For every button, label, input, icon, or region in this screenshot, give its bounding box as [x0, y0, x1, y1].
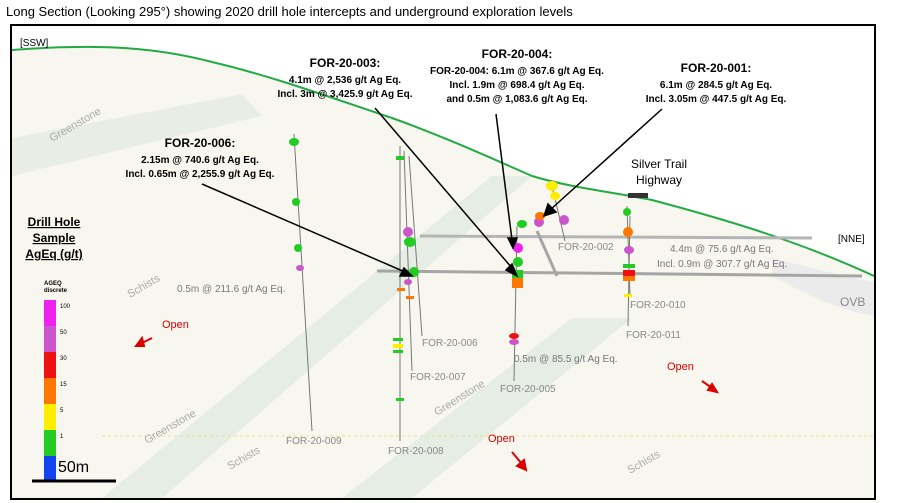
- topography-line: [11, 45, 875, 277]
- legend-bin-label: 30: [60, 356, 67, 362]
- legend-bin-label: 100: [60, 304, 71, 310]
- callout-for20004-line3: and 0.5m @ 1,083.6 g/t Ag Eq.: [446, 94, 587, 105]
- highway-label-line1: Silver Trail: [631, 157, 687, 171]
- underground-level-upper: [419, 234, 813, 240]
- long-section-diagram: [SSW] [NNE] Greenstone Greenstone Greens…: [11, 38, 875, 499]
- long-section-frame: [SSW] [NNE] Greenstone Greenstone Greens…: [10, 24, 876, 500]
- intercept-note-c2: Incl. 0.9m @ 307.7 g/t Ag Eq.: [657, 259, 787, 270]
- legend-swatch: [44, 378, 56, 404]
- arrowhead-for20001: [542, 202, 558, 218]
- legend-swatch: [44, 456, 56, 482]
- corner-label-nne: [NNE]: [838, 234, 865, 245]
- legend-swatch: [44, 404, 56, 430]
- legend-bin-label: 5: [60, 408, 64, 414]
- hole-label-006: FOR-20-006: [422, 338, 478, 349]
- hole-label-002: FOR-20-002: [558, 242, 614, 253]
- legend: Drill Hole Sample AgEq (g/t) AGEQ discre…: [25, 215, 83, 482]
- callout-for20003-name: FOR-20-003:: [310, 56, 381, 70]
- callout-for20003-line2: Incl. 3m @ 3,425.9 g/t Ag Eq.: [278, 89, 413, 100]
- open-label-bottom: Open: [488, 433, 515, 445]
- open-arrowhead-right: [706, 382, 720, 394]
- greenstone-band-right: [342, 318, 632, 498]
- callout-for20001-name: FOR-20-001:: [681, 61, 752, 75]
- callout-for20004-line1: FOR-20-004: 6.1m @ 367.6 g/t Ag Eq.: [430, 66, 604, 77]
- callout-for20003-line1: 4.1m @ 2,536 g/t Ag Eq.: [289, 75, 401, 86]
- callout-for20001-line1: 6.1m @ 284.5 g/t Ag Eq.: [660, 80, 772, 91]
- arrowhead-for20003: [504, 262, 519, 278]
- intercept-note-b: 0.5m @ 85.5 g/t Ag Eq.: [514, 354, 618, 365]
- legend-swatch: [44, 430, 56, 456]
- intercept-note-c1: 4.4m @ 75.6 g/t Ag Eq.: [670, 244, 774, 255]
- greenstone-band-left: [102, 176, 532, 498]
- ovb-label: OVB: [840, 295, 865, 309]
- arrowhead-for20006: [398, 266, 414, 277]
- drill-trace-006: [408, 155, 423, 337]
- legend-subtitle-line2: discrete: [44, 288, 68, 294]
- legend-title-line2: Sample: [33, 231, 76, 245]
- arrow-for20006: [201, 183, 406, 273]
- drill-trace-007: [403, 150, 413, 372]
- highway-label-line2: Highway: [636, 173, 682, 187]
- legend-bin-label: 15: [60, 382, 67, 388]
- callout-for20006-line2: Incl. 0.65m @ 2,255.9 g/t Ag Eq.: [126, 169, 275, 180]
- scale-bar-label: 50m: [58, 459, 89, 476]
- legend-title-line3: AgEq (g/t): [25, 247, 82, 261]
- callout-for20006-line1: 2.15m @ 740.6 g/t Ag Eq.: [141, 155, 259, 166]
- legend-bin-label: 50: [60, 330, 67, 336]
- open-label-left: Open: [162, 319, 189, 331]
- hole-label-005: FOR-20-005: [500, 384, 556, 395]
- legend-bin-label: 1: [60, 434, 64, 440]
- legend-swatch: [44, 300, 56, 326]
- hole-label-009: FOR-20-009: [286, 436, 342, 447]
- open-label-right: Open: [667, 361, 694, 373]
- open-arrowhead-bottom: [515, 458, 528, 472]
- intercept-note-a: 0.5m @ 211.6 g/t Ag Eq.: [177, 284, 285, 295]
- arrow-for20001: [549, 108, 663, 211]
- arrow-for20003: [374, 107, 513, 269]
- hole-label-007: FOR-20-007: [410, 372, 466, 383]
- callout-for20004-line2: Incl. 1.9m @ 698.4 g/t Ag Eq.: [450, 80, 585, 91]
- open-arrowhead-left: [134, 335, 146, 347]
- underground-level-lower: [376, 269, 863, 278]
- figure-title: Long Section (Looking 295°) showing 2020…: [6, 4, 573, 19]
- underground-ramp: [535, 230, 559, 277]
- ovb-zone: [772, 258, 874, 316]
- callout-for20001-line2: Incl. 3.05m @ 447.5 g/t Ag Eq.: [646, 94, 787, 105]
- greenstone-band-upper: [12, 94, 262, 176]
- hole-label-011: FOR-20-011: [626, 330, 681, 341]
- arrow-for20004: [495, 113, 513, 241]
- corner-label-ssw: [SSW]: [20, 38, 49, 49]
- arrowhead-for20004: [506, 237, 519, 250]
- legend-swatch: [44, 352, 56, 378]
- hole-label-010: FOR-20-010: [630, 300, 686, 311]
- hole-label-008: FOR-20-008: [388, 446, 444, 457]
- callout-for20006-name: FOR-20-006:: [165, 136, 236, 150]
- drill-trace-009: [293, 133, 313, 432]
- highway-marker: [628, 193, 648, 198]
- legend-subtitle-line1: AGEQ: [44, 281, 62, 287]
- legend-swatch: [44, 326, 56, 352]
- legend-title-line1: Drill Hole: [28, 215, 81, 229]
- callout-for20004-name: FOR-20-004:: [482, 47, 553, 61]
